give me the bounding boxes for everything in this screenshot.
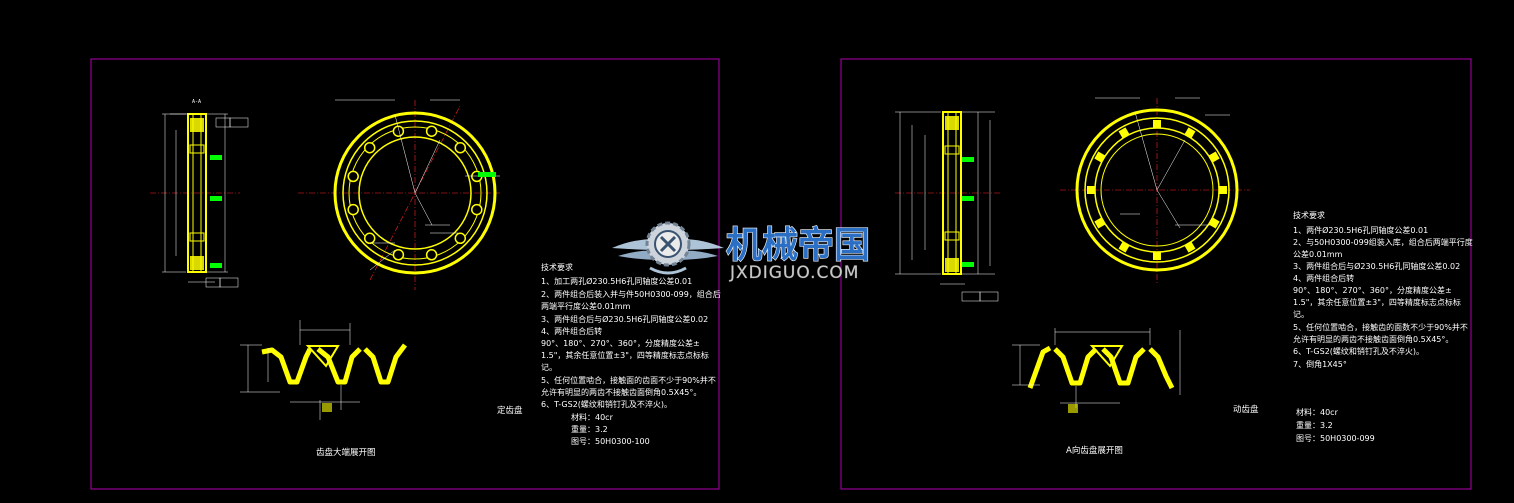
- left-tooth-view-title: 齿盘大端展开图: [316, 447, 376, 458]
- ring-tooth: [1087, 186, 1095, 194]
- bolt-hole: [454, 232, 467, 245]
- bolt-hole: [392, 125, 405, 137]
- right-weight: 重量：3.2: [1296, 420, 1333, 430]
- left-req-line: 3、两件组合后与Ø230.5H6孔同轴度公差0.02: [541, 314, 708, 324]
- right-tooth-view-title: A向齿盘展开图: [1066, 445, 1123, 456]
- ring-tooth: [1184, 241, 1196, 253]
- right-side-section-view: [895, 111, 1000, 302]
- bolt-hole: [454, 141, 467, 154]
- left-req-line: 1、加工两孔Ø230.5H6孔同轴度公差0.01: [541, 276, 692, 286]
- right-req-line: 允许有明显的两齿不接触齿面倒角0.5X45°。: [1293, 334, 1453, 344]
- bolt-hole: [347, 170, 359, 183]
- right-material: 材料：40cr: [1296, 407, 1339, 417]
- right-sheet: 技术要求 1、两件Ø230.5H6孔同轴度公差0.01 2、与50H0300-0…: [840, 58, 1473, 490]
- right-req-line: 4、两件组合后转: [1293, 273, 1354, 283]
- right-req-line: 1.5"，其余任意位置±3"，四等精度标志点标标: [1293, 297, 1461, 307]
- right-req-line: 2、与50H0300-099组装入库，组合后两端平行度: [1293, 237, 1473, 247]
- left-req-line: 两端平行度公差0.01mm: [541, 301, 631, 311]
- left-req-line: 2、两件组合后装入并与件50H0300-099，组合后: [541, 289, 721, 299]
- right-req-line: 7、倒角1X45°: [1293, 359, 1347, 369]
- left-side-section-view: A-A: [150, 99, 249, 288]
- right-req-line: 公差0.01mm: [1293, 249, 1343, 259]
- left-req-line: 允许有明显的两齿不接触齿面倒角0.5X45°。: [541, 387, 701, 397]
- bolt-hole: [392, 249, 405, 261]
- watermark-domain-text: JXDIGUO.COM: [729, 263, 859, 283]
- ring-tooth: [1153, 120, 1161, 128]
- right-req-line: 1、两件Ø230.5H6孔同轴度公差0.01: [1293, 225, 1428, 235]
- right-tooth-development-view: [1012, 328, 1181, 413]
- gear-wings-logo: [612, 221, 724, 275]
- right-requirements-title: 技术要求: [1293, 210, 1325, 220]
- bolt-hole: [363, 232, 376, 245]
- ring-tooth: [1118, 241, 1130, 253]
- left-req-line: 4、两件组合后转: [541, 326, 602, 336]
- left-requirements-title: 技术要求: [541, 262, 573, 272]
- bolt-hole: [363, 141, 376, 154]
- left-req-line: 1.5"，其余任意位置±3"，四等精度标志点标标: [541, 350, 709, 360]
- ring-tooth: [1094, 217, 1106, 229]
- ring-tooth: [1094, 151, 1106, 163]
- left-sheet-frame: [90, 58, 720, 490]
- left-tooth-development-view: [240, 320, 407, 420]
- ring-tooth: [1118, 127, 1130, 139]
- right-req-line: 90°、180°、270°、360°，分度精度公差±: [1293, 285, 1452, 295]
- ring-tooth: [1208, 217, 1220, 229]
- right-sheet-frame: [840, 58, 1472, 490]
- bolt-hole: [425, 249, 438, 261]
- site-watermark: 机械帝国 JXDIGUO.COM: [612, 221, 871, 283]
- right-drawing-number: 图号：50H0300-099: [1296, 434, 1375, 443]
- left-material: 材料：40cr: [571, 412, 614, 422]
- watermark-chinese-text: 机械帝国: [726, 225, 870, 266]
- ring-tooth: [1184, 127, 1196, 139]
- right-part-role: 动齿盘: [1233, 404, 1259, 415]
- ring-tooth: [1153, 252, 1161, 260]
- right-ring-front-view: [1060, 97, 1250, 285]
- left-ring-front-view: [298, 99, 500, 290]
- bolt-hole: [347, 203, 359, 216]
- left-weight: 重量：3.2: [571, 424, 608, 434]
- bolt-hole: [471, 203, 483, 216]
- left-req-line: 6、T-GS2(螺纹和销钉孔及不淬火)。: [541, 399, 672, 409]
- ring-tooth: [1219, 186, 1227, 194]
- left-req-line: 90°、180°、270°、360°，分度精度公差±: [541, 338, 700, 348]
- left-technical-requirements: 技术要求 1、加工两孔Ø230.5H6孔同轴度公差0.01 2、两件组合后装入并…: [316, 262, 721, 458]
- left-req-line: 记。: [541, 363, 557, 372]
- left-part-role: 定齿盘: [497, 405, 523, 416]
- right-req-line: 6、T-GS2(螺纹和销钉孔及不淬火)。: [1293, 346, 1424, 356]
- section-mark-a-a: A-A: [192, 99, 201, 105]
- right-req-line: 5、任何位置啮合，接触齿的面数不少于90%并不: [1293, 322, 1468, 332]
- right-req-line: 3、两件组合后与Ø230.5H6孔同轴度公差0.02: [1293, 261, 1460, 271]
- bolt-hole: [425, 125, 438, 137]
- right-req-line: 记。: [1293, 310, 1309, 319]
- left-req-line: 5、任何位置啮合，接触面的齿面不少于90%并不: [541, 375, 716, 385]
- ring-tooth: [1208, 151, 1220, 163]
- right-technical-requirements: 技术要求 1、两件Ø230.5H6孔同轴度公差0.01 2、与50H0300-0…: [1066, 210, 1473, 456]
- left-sheet: A-A: [90, 58, 721, 490]
- left-drawing-number: 图号：50H0300-100: [571, 437, 650, 446]
